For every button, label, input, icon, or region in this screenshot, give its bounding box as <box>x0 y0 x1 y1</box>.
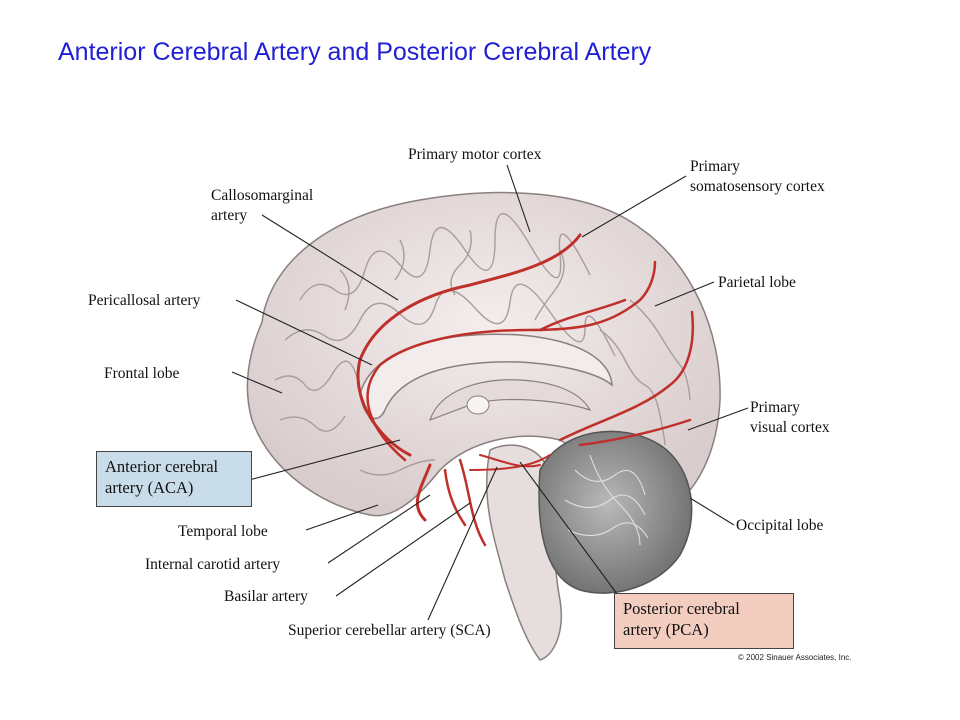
label-superior-cerebellar-artery: Superior cerebellar artery (SCA) <box>288 622 491 639</box>
pca-label-line1: Posterior cerebral <box>623 599 740 618</box>
arteries <box>356 233 695 547</box>
label-internal-carotid-artery: Internal carotid artery <box>145 556 281 573</box>
label-occipital-lobe: Occipital lobe <box>736 517 824 534</box>
gyri <box>274 213 691 476</box>
label-callosomarginal-line1: Callosomarginal <box>211 187 314 204</box>
leader-lines <box>231 164 749 621</box>
aca-label-line1: Anterior cerebral <box>105 457 219 476</box>
thalamus <box>466 395 490 415</box>
label-parietal-lobe: Parietal lobe <box>718 274 796 291</box>
label-primary-somatosensory-line2: somatosensory cortex <box>690 178 825 195</box>
aca-label-line2: artery (ACA) <box>105 478 194 497</box>
slide-title: Anterior Cerebral Artery and Posterior C… <box>58 38 652 66</box>
label-primary-motor-cortex: Primary motor cortex <box>408 146 542 163</box>
label-primary-visual-line1: Primary <box>750 399 800 416</box>
copyright-notice: © 2002 Sinauer Associates, Inc. <box>738 653 852 662</box>
cerebellar-folia <box>564 454 649 546</box>
pca-label-line2: artery (PCA) <box>623 620 709 639</box>
label-basilar-artery: Basilar artery <box>224 588 308 605</box>
cerebellum <box>538 430 693 594</box>
label-pericallosal-artery: Pericallosal artery <box>88 292 201 309</box>
label-primary-visual-line2: visual cortex <box>750 419 830 436</box>
label-temporal-lobe: Temporal lobe <box>178 523 268 540</box>
aca-label-box: Anterior cerebral artery (ACA) <box>96 451 252 507</box>
pca-label-box: Posterior cerebral artery (PCA) <box>614 593 794 649</box>
label-callosomarginal-line2: artery <box>211 207 248 224</box>
label-primary-somatosensory-line1: Primary <box>690 158 740 175</box>
label-frontal-lobe: Frontal lobe <box>104 365 180 382</box>
